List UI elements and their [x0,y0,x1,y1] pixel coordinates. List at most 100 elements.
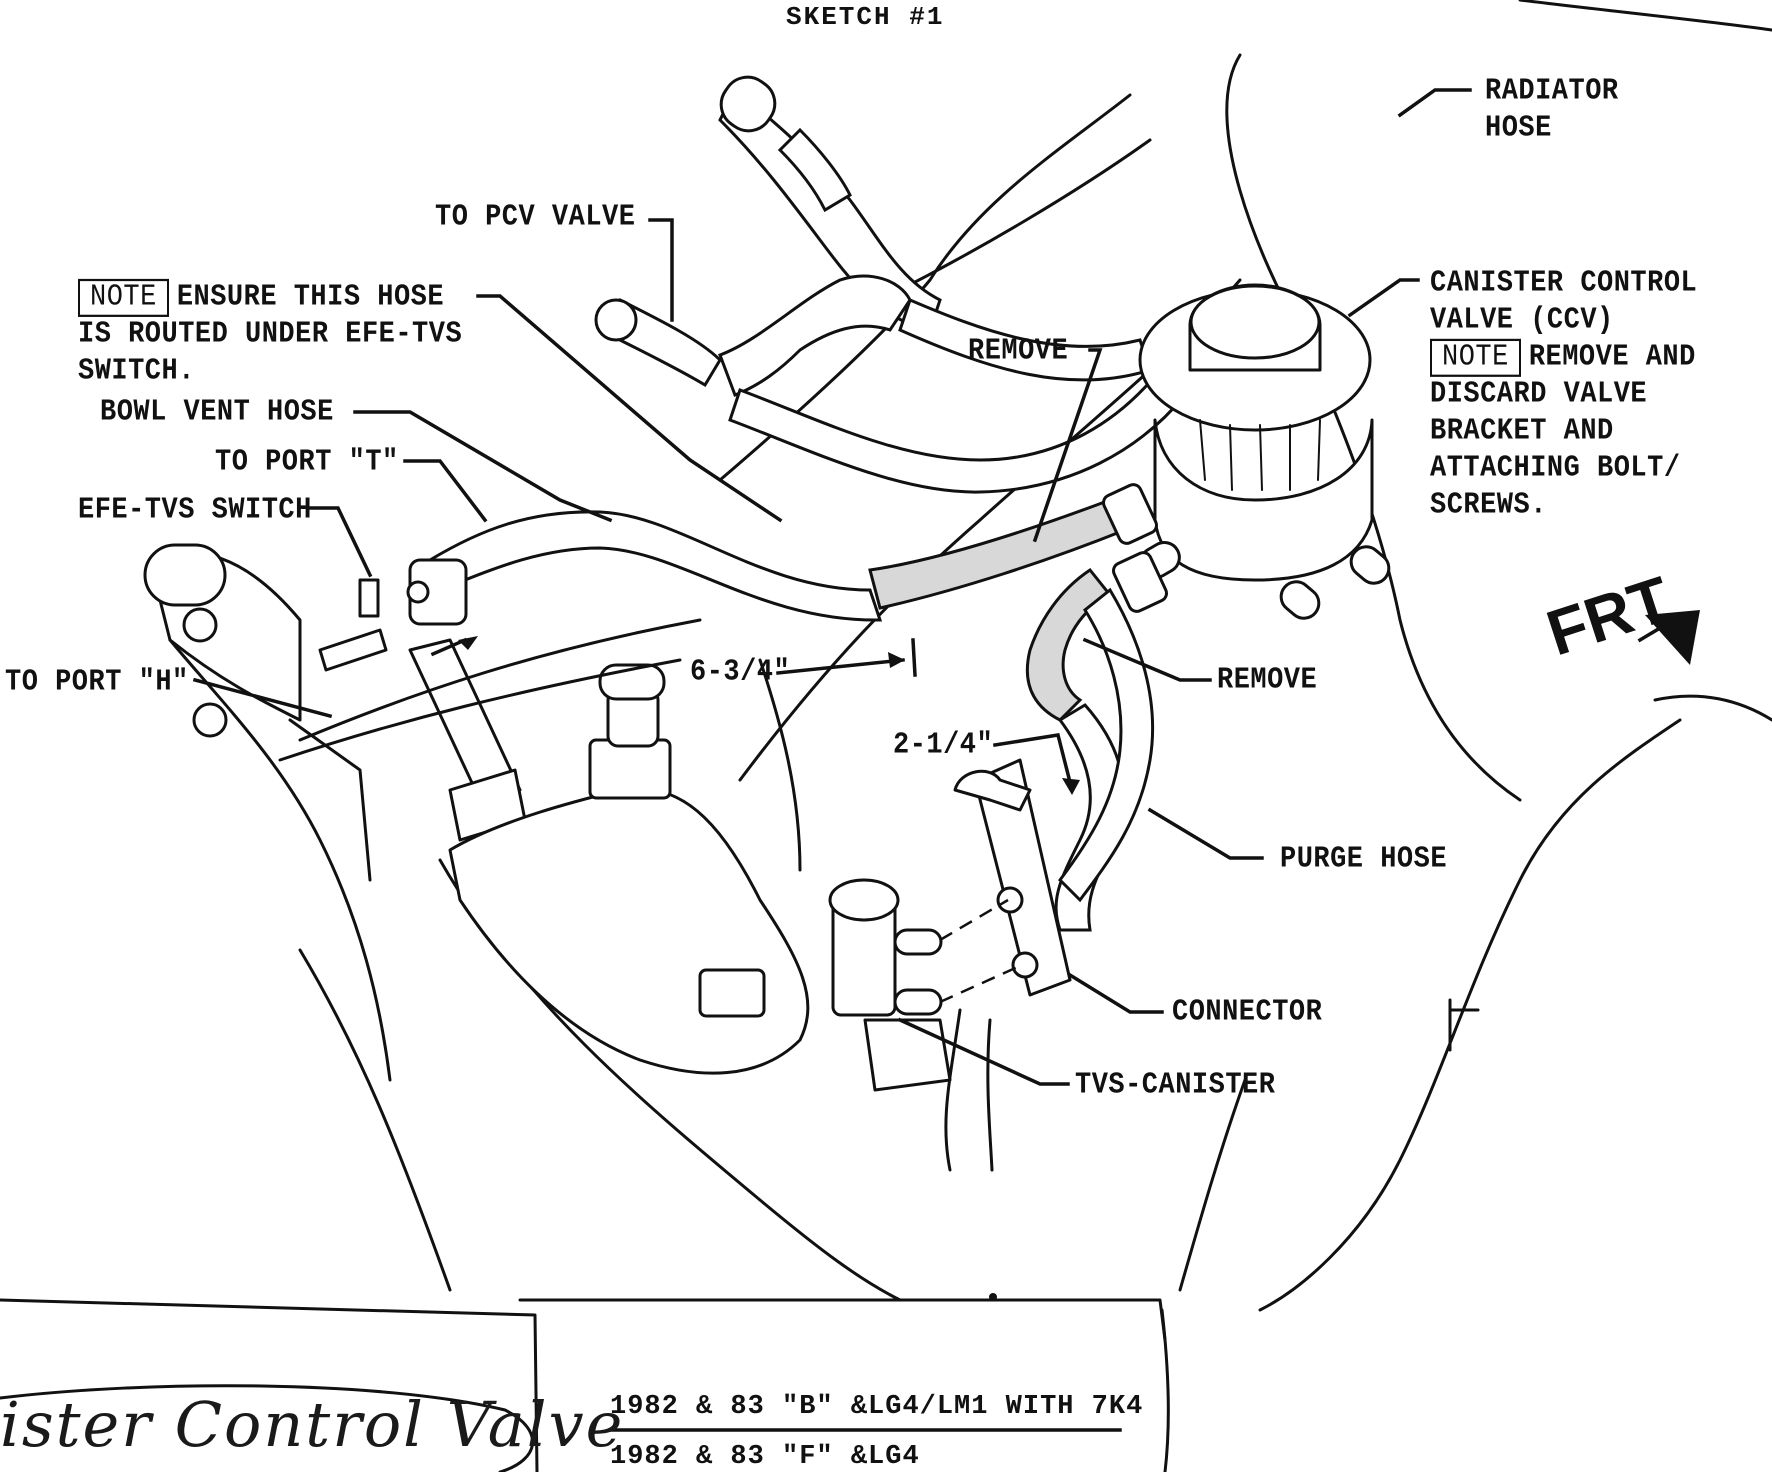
engine-outline [298,948,452,1292]
speck [989,1293,997,1301]
tvs-canister-nipple [893,928,943,956]
bracket-bolt [192,702,228,738]
leader-tvs-canister [897,1017,1070,1086]
dim-short-arrowhead [1062,778,1080,795]
handwriting-circle [0,1384,535,1472]
hose-clamp [1102,483,1158,545]
note-tag: NOTE [1430,338,1521,377]
efe-tvs-switch-port [406,580,430,604]
bowl-vent-hose [428,510,883,622]
pcv-hose-end [719,75,777,133]
ccv-upper-hose [728,367,1188,494]
sketch-title: SKETCH #1 [786,2,945,32]
dim-long-arrow [430,637,468,657]
engine-outline [0,1298,539,1472]
connector-port [1011,951,1039,979]
engine-outline [1518,0,1772,32]
housing-stud-nut [588,738,672,800]
dim-long-arrowhead [458,636,478,650]
label-efe-tvs-switch: EFE-TVS SWITCH [78,494,312,528]
thermostat-housing [448,787,810,1075]
ccv-rib [1199,419,1206,481]
engine-outline [944,1008,962,1172]
engine-outline [1258,718,1682,1312]
label-purge-hose: PURGE HOSE [1280,843,1448,877]
dimension-6-3-4: 6-3/4" [690,656,791,690]
leader-bowl-vent [353,410,613,523]
purge-hose-outer [1058,587,1155,903]
leader-pcv-valve [648,218,674,322]
pcv-branch [718,274,912,397]
dimension-2-1-4: 2-1/4" [893,729,994,763]
leader-ccv [1347,278,1420,318]
engine-outline [986,1018,994,1172]
leader-radiator-hose [1397,88,1472,118]
leader-efe-tvs [308,506,373,578]
label-remove-top: REMOVE [968,335,1069,369]
handwritten-note: ister Control Valve [0,1388,625,1461]
engine-outline [1225,53,1522,802]
bracket-bolt [182,607,218,643]
tvs-canister-top [828,878,900,922]
label-radiator-hose: RADIATOR HOSE [1485,75,1619,146]
engine-outline [518,1298,1167,1342]
engine-outline [878,138,1152,302]
ccv-cap-top [1189,284,1321,360]
caption-line-1: 1982 & 83 "B" &LG4/LM1 WITH 7K4 [610,1392,1144,1422]
engine-outline [1178,1078,1247,1292]
connector-dashed-line [939,898,1009,942]
label-bowl-vent-hose: BOWL VENT HOSE [100,396,334,430]
ccv-rib [1259,424,1263,491]
manifold-rail [298,618,702,742]
dim-short-arrow [992,733,1075,793]
connector-port [996,886,1024,914]
label-tvs-canister: TVS-CANISTER [1075,1069,1276,1103]
engine-outline [758,658,802,872]
port-t-nipple [318,628,388,672]
manifold-rail [278,658,682,762]
engine-outline [1160,1308,1170,1472]
label-to-port-h: TO PORT "H" [5,666,189,700]
dim-long-arrow [776,658,905,675]
hose-clamp [1112,551,1168,613]
front-direction-arrow [1645,610,1700,665]
pcv-clamp [777,127,852,213]
manifold-edge [168,638,392,1082]
connector-body [973,758,1072,997]
leader-purge-hose [1147,807,1264,860]
housing-bolt [698,968,766,1018]
label-remove-right: REMOVE [1217,664,1318,698]
engine-outline [1653,694,1772,722]
label-connector: CONNECTOR [1172,996,1323,1030]
leader-remove-top [1032,348,1103,543]
efe-tvs-switch-stem [358,578,380,618]
leader-port-t [403,459,488,523]
label-to-pcv-valve: TO PCV VALVE [435,201,636,235]
dim-long-tick [911,638,917,677]
caption-line-2: 1982 & 83 "F" &LG4 [610,1442,920,1472]
ccv-lower-body [1153,418,1374,582]
tvs-canister-nipple [893,988,943,1016]
ccv-port [1349,545,1391,585]
bracket-boss [143,543,227,607]
manifold-edge [288,718,372,882]
label-to-port-t: TO PORT "T" [215,446,399,480]
leader-remove-right [1082,637,1212,682]
leader-connector [1067,972,1164,1014]
dim-long-arrowhead [888,652,905,668]
front-arrow-shaft [1637,622,1668,643]
tvs-canister-nut [863,1018,952,1092]
ccv-port [1279,580,1321,620]
pcv-tube-end [594,298,638,342]
ccv-rib [1229,424,1233,491]
connector-clip [953,769,1032,812]
leader-port-h [192,677,333,719]
note-tag: NOTE [78,278,169,317]
connector-dashed-line [939,963,1023,1004]
ccv-rib [1317,419,1321,481]
leader-note-hose [476,294,783,523]
